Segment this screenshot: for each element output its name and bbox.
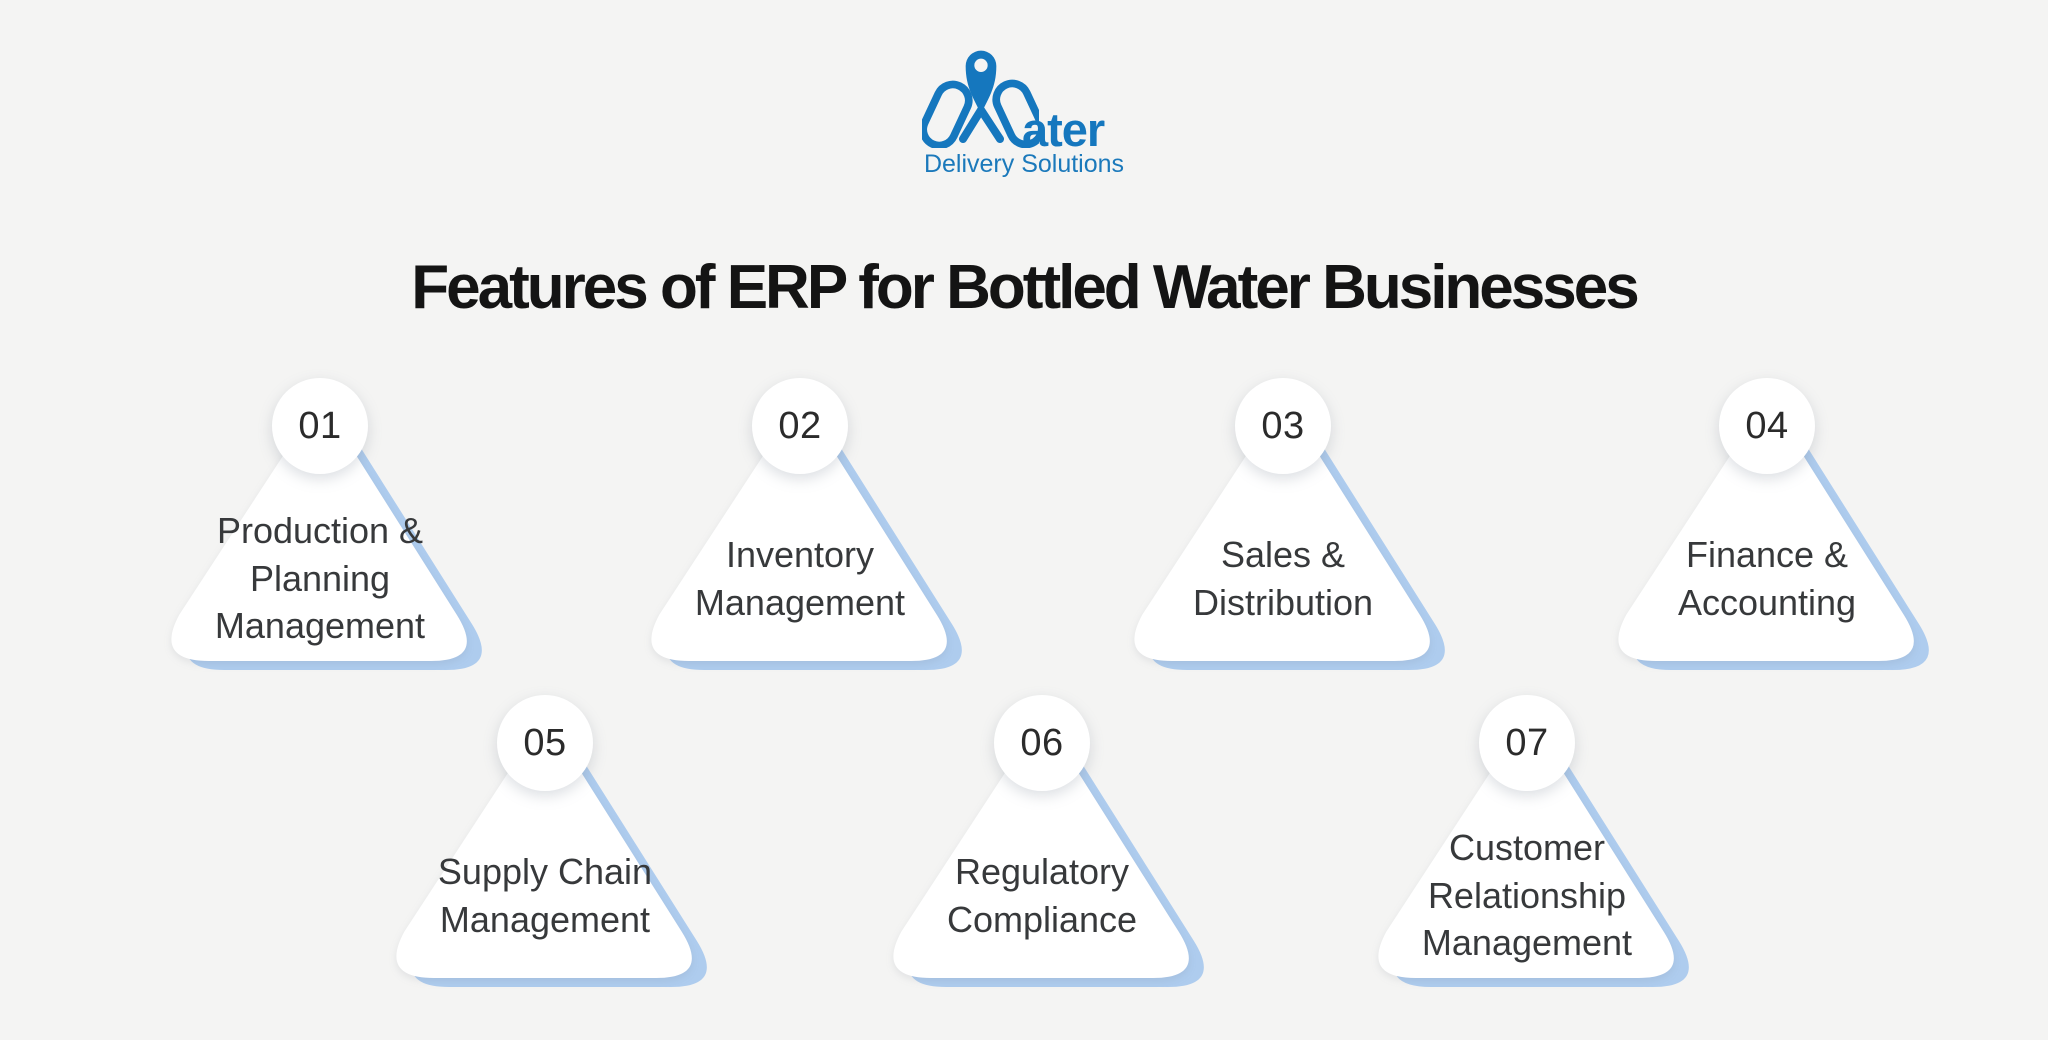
map-pin-icon bbox=[965, 50, 997, 114]
brand-tagline: Delivery Solutions bbox=[923, 150, 1125, 178]
feature-card: 04 Finance & Accounting bbox=[1597, 376, 1937, 676]
feature-number-badge: 03 bbox=[1235, 378, 1331, 474]
feature-label: Inventory Management bbox=[694, 533, 906, 623]
map-pin-hole bbox=[974, 58, 988, 72]
right-capsule-shape bbox=[992, 79, 1039, 148]
feature-label: Sales & Distribution bbox=[1192, 533, 1374, 623]
triangle-face bbox=[1378, 731, 1674, 978]
page-title: Features of ERP for Bottled Water Busine… bbox=[411, 252, 1639, 322]
triangle-face bbox=[651, 414, 947, 661]
feature-card: 06 Regulatory Compliance bbox=[872, 693, 1212, 993]
feature-label: Production & Planning Management bbox=[214, 510, 426, 647]
rounded-triangle-shape bbox=[1618, 414, 1929, 670]
left-capsule-shape bbox=[922, 80, 973, 148]
feature-number-badge: 06 bbox=[994, 695, 1090, 791]
feature-card: 03 Sales & Distribution bbox=[1113, 376, 1453, 676]
feature-number-badge: 05 bbox=[497, 695, 593, 791]
triangle-face bbox=[893, 731, 1189, 978]
feature-label: Regulatory Compliance bbox=[946, 850, 1138, 940]
rounded-triangle-shape bbox=[396, 731, 707, 987]
rounded-triangle-shape bbox=[651, 414, 962, 670]
feature-label: Supply Chain Management bbox=[437, 850, 653, 940]
rounded-triangle-shape bbox=[1378, 731, 1689, 987]
feature-card: 01 Production & Planning Management bbox=[150, 376, 490, 676]
feature-card: 05 Supply Chain Management bbox=[375, 693, 715, 993]
feature-number-badge: 01 bbox=[272, 378, 368, 474]
feature-number-badge: 07 bbox=[1479, 695, 1575, 791]
logo: ater Delivery Solutions bbox=[922, 34, 1126, 184]
brand-wordmark: ater bbox=[1022, 103, 1105, 156]
feature-card: 02 Inventory Management bbox=[630, 376, 970, 676]
feature-label: Customer Relationship Management bbox=[1421, 827, 1633, 964]
triangle-face bbox=[1134, 414, 1430, 661]
triangle-face bbox=[171, 414, 467, 661]
feature-card: 07 Customer Relationship Management bbox=[1357, 693, 1697, 993]
rounded-triangle-shape bbox=[893, 731, 1204, 987]
rounded-triangle-shape bbox=[171, 414, 482, 670]
triangle-face bbox=[1618, 414, 1914, 661]
triangle-face bbox=[396, 731, 692, 978]
water-logo-mark-icon bbox=[922, 50, 1039, 148]
feature-number-badge: 02 bbox=[752, 378, 848, 474]
feature-label: Finance & Accounting bbox=[1677, 533, 1857, 623]
w-middle-stroke bbox=[959, 106, 1004, 143]
feature-number-badge: 04 bbox=[1719, 378, 1815, 474]
rounded-triangle-shape bbox=[1134, 414, 1445, 670]
